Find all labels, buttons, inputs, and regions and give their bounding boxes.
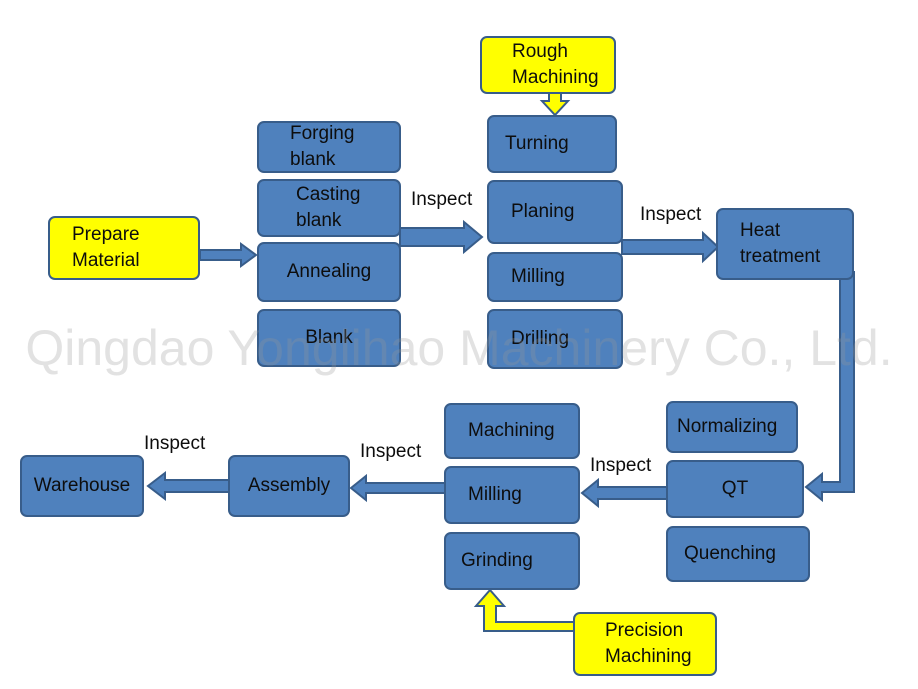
arrow-qt-to-milling	[580, 477, 668, 509]
arrow-assembly-to-warehouse	[146, 470, 230, 502]
node-precision-machining: Precision Machining	[573, 612, 717, 676]
arrow-blank-to-rough	[399, 219, 484, 255]
node-grinding: Grinding	[444, 532, 580, 590]
node-rough-machining: Rough Machining	[480, 36, 616, 94]
node-casting-blank: Casting blank	[257, 179, 401, 237]
arrow-precision-to-grinding	[473, 588, 575, 632]
arrow-heat-to-qt	[804, 271, 855, 503]
node-qt: QT	[666, 460, 804, 518]
node-heat-treatment: Heat treatment	[716, 208, 854, 280]
node-normalizing: Normalizing	[666, 401, 798, 453]
arrow-prepare-to-annealing	[199, 242, 258, 268]
node-machining: Machining	[444, 403, 580, 459]
arrow-rough-to-heat	[621, 230, 720, 264]
edge-label-inspect: Inspect	[360, 441, 422, 462]
arrow-rough-machining-down	[539, 92, 571, 117]
node-turning: Turning	[487, 115, 617, 173]
node-planing: Planing	[487, 180, 623, 244]
node-drilling: Drilling	[487, 309, 623, 369]
node-assembly: Assembly	[228, 455, 350, 517]
node-milling-precision: Milling	[444, 466, 580, 524]
node-quenching: Quenching	[666, 526, 810, 582]
node-prepare-material: Prepare Material	[48, 216, 200, 280]
node-milling-rough: Milling	[487, 252, 623, 302]
edge-label-inspect: Inspect	[144, 433, 206, 454]
edge-label-inspect: Inspect	[411, 189, 473, 210]
arrow-milling-to-assembly	[349, 473, 446, 503]
edge-label-inspect: Inspect	[590, 455, 652, 476]
node-warehouse: Warehouse	[20, 455, 144, 517]
node-annealing: Annealing	[257, 242, 401, 302]
edge-label-inspect: Inspect	[640, 204, 702, 225]
node-blank: Blank	[257, 309, 401, 367]
node-forging-blank: Forging blank	[257, 121, 401, 173]
